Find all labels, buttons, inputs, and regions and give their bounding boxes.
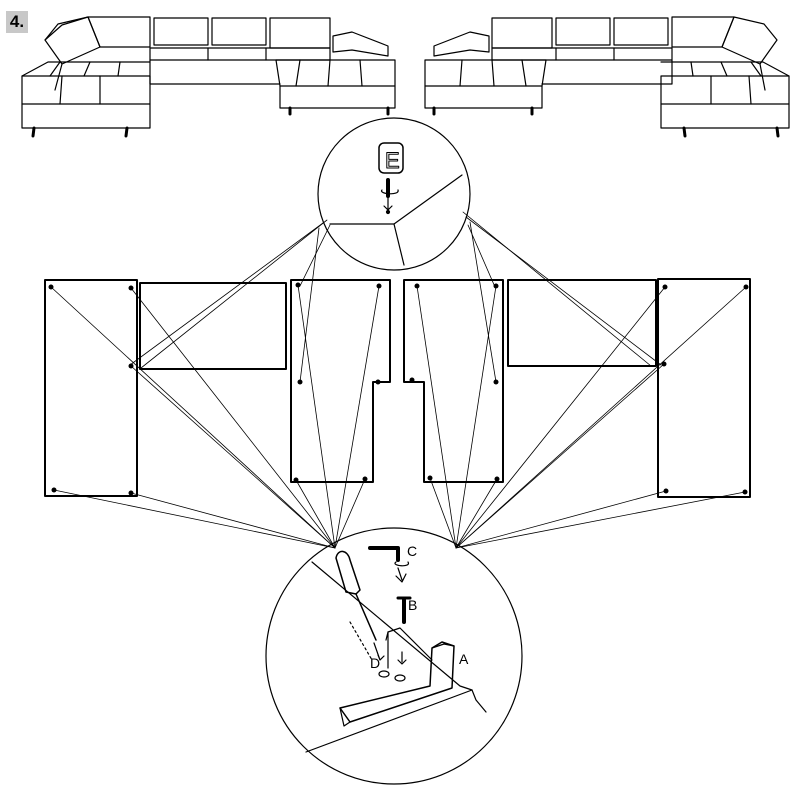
panel-left-long [44, 279, 138, 497]
step-number-badge: 4. [6, 11, 28, 33]
leader-lines-bottom [50, 284, 747, 549]
tool-label-c: C [407, 543, 417, 559]
panel-left-short [139, 282, 287, 370]
panel-center-right [403, 279, 504, 483]
sofa-right-overview [424, 16, 790, 138]
screwdriver-label-d: D [370, 655, 380, 671]
base-panels [44, 278, 751, 498]
detail-circle-top [317, 117, 471, 271]
bolt-label-b: B [408, 597, 417, 613]
leg-label-a: A [459, 651, 469, 667]
part-label-e: E [385, 148, 400, 173]
detail-circle-bottom [265, 527, 523, 785]
corner-markers [48, 282, 749, 496]
sofa-left-overview [21, 16, 396, 138]
panel-center-left [290, 279, 391, 483]
panel-right-long [657, 278, 751, 498]
leader-lines-top [129, 211, 662, 383]
panel-right-short [507, 279, 657, 367]
